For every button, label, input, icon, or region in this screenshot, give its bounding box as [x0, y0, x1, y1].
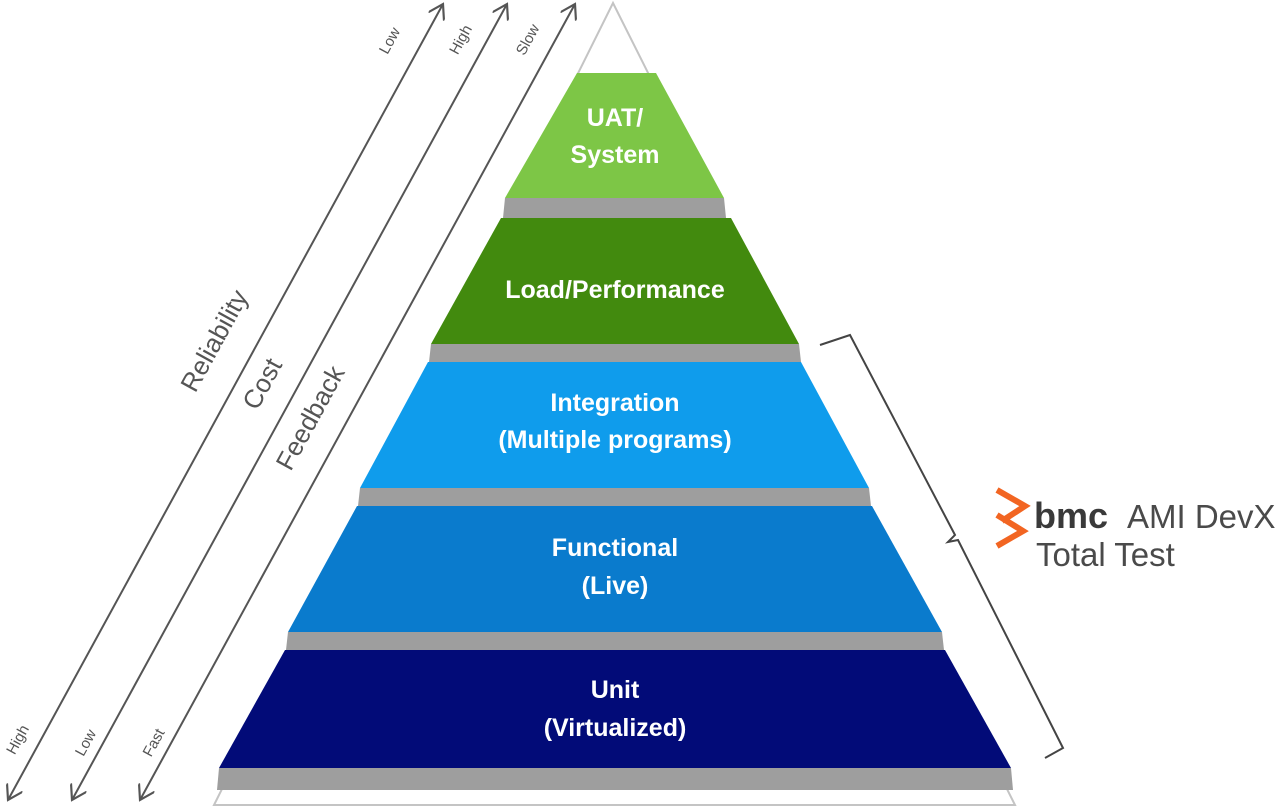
bmc-logo-text: bmc: [1034, 495, 1108, 536]
tier-uat-line1: UAT/: [587, 104, 644, 132]
tier-unit: Unit (Virtualized): [219, 650, 1011, 768]
tier-functional: Functional (Live): [288, 506, 942, 632]
tier-functional-line2: (Live): [582, 572, 649, 600]
tier-functional-line1: Functional: [552, 534, 678, 562]
bmc-brand: bmc AMI DevX Total Test: [995, 487, 1276, 573]
tier-integration: Integration (Multiple programs): [360, 362, 869, 488]
reliability-title: Reliability: [174, 285, 254, 397]
tier-load-performance: Load/Performance: [431, 218, 799, 344]
reliability-bottom-label: High: [3, 722, 33, 757]
feedback-arrow: [140, 4, 575, 800]
tier-uat-line2: System: [571, 141, 660, 169]
tier-load-line1: Load/Performance: [505, 276, 725, 304]
tier-integration-line1: Integration: [550, 389, 679, 417]
tier-integration-line2: (Multiple programs): [498, 426, 731, 454]
tier-unit-line2: (Virtualized): [544, 714, 687, 742]
cost-top-label: High: [446, 22, 476, 57]
feedback-top-label: Slow: [513, 21, 544, 58]
bmc-logo-icon: [995, 487, 1031, 549]
brand-product-line1: AMI DevX: [1127, 498, 1276, 535]
cost-title: Cost: [236, 352, 288, 414]
tier-unit-line1: Unit: [591, 676, 640, 704]
brand-product-line2: Total Test: [1036, 536, 1175, 573]
tier-uat-system: UAT/ System: [505, 73, 724, 198]
reliability-top-label: Low: [376, 25, 404, 57]
scope-bracket: [819, 333, 1065, 759]
